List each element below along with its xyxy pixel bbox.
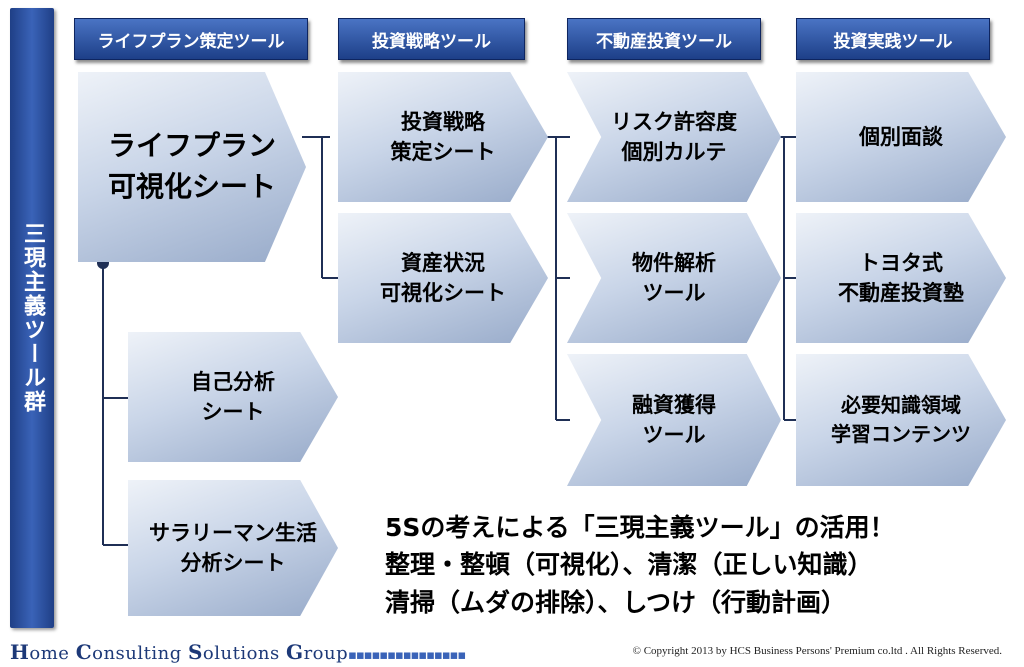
- message-line-1: 5Sの考えによる「三現主義ツール」の活用！: [385, 513, 895, 542]
- knowledge-learning-content: 必要知識領域 学習コンテンツ: [796, 354, 1006, 486]
- investment-strategy-sheet: 投資戦略 策定シート: [338, 72, 548, 202]
- header-strategy-tools: 投資戦略ツール: [338, 18, 525, 60]
- message-line-3: 清掃（ムダの排除）、しつけ（行動計画）: [385, 588, 847, 617]
- salaryman-analysis-sheet: サラリーマン生活 分析シート: [128, 480, 338, 616]
- company-name: Home Consulting Solutions Group▪▪▪▪▪▪▪▪▪…: [10, 640, 466, 664]
- header-realestate-tools: 不動産投資ツール: [567, 18, 761, 60]
- message-line-2: 整理・整頓（可視化）、清潔（正しい知識）: [385, 550, 873, 579]
- toyota-realestate-school: トヨタ式 不動産投資塾: [796, 213, 1006, 343]
- sidebar-title-bar: 三現主義ツール群: [10, 8, 54, 628]
- header-practice-tools: 投資実践ツール: [796, 18, 990, 60]
- individual-interview: 個別面談: [796, 72, 1006, 202]
- risk-tolerance-karte: リスク許容度 個別カルテ: [567, 72, 781, 202]
- lifeplan-visualization-sheet: ライフプラン 可視化シート: [78, 72, 306, 262]
- copyright-notice: © Copyright 2013 by HCS Business Persons…: [632, 645, 1002, 657]
- asset-status-sheet: 資産状況 可視化シート: [338, 213, 548, 343]
- decorative-dots: ▪▪▪▪▪▪▪▪▪▪▪▪▪▪▪: [348, 648, 466, 663]
- property-analysis-tool: 物件解析 ツール: [567, 213, 781, 343]
- sidebar-title: 三現主義ツール群: [20, 222, 45, 414]
- financing-tool: 融資獲得 ツール: [567, 354, 781, 486]
- self-analysis-sheet: 自己分析 シート: [128, 332, 338, 462]
- header-lifeplan-tools: ライフプラン策定ツール: [74, 18, 308, 60]
